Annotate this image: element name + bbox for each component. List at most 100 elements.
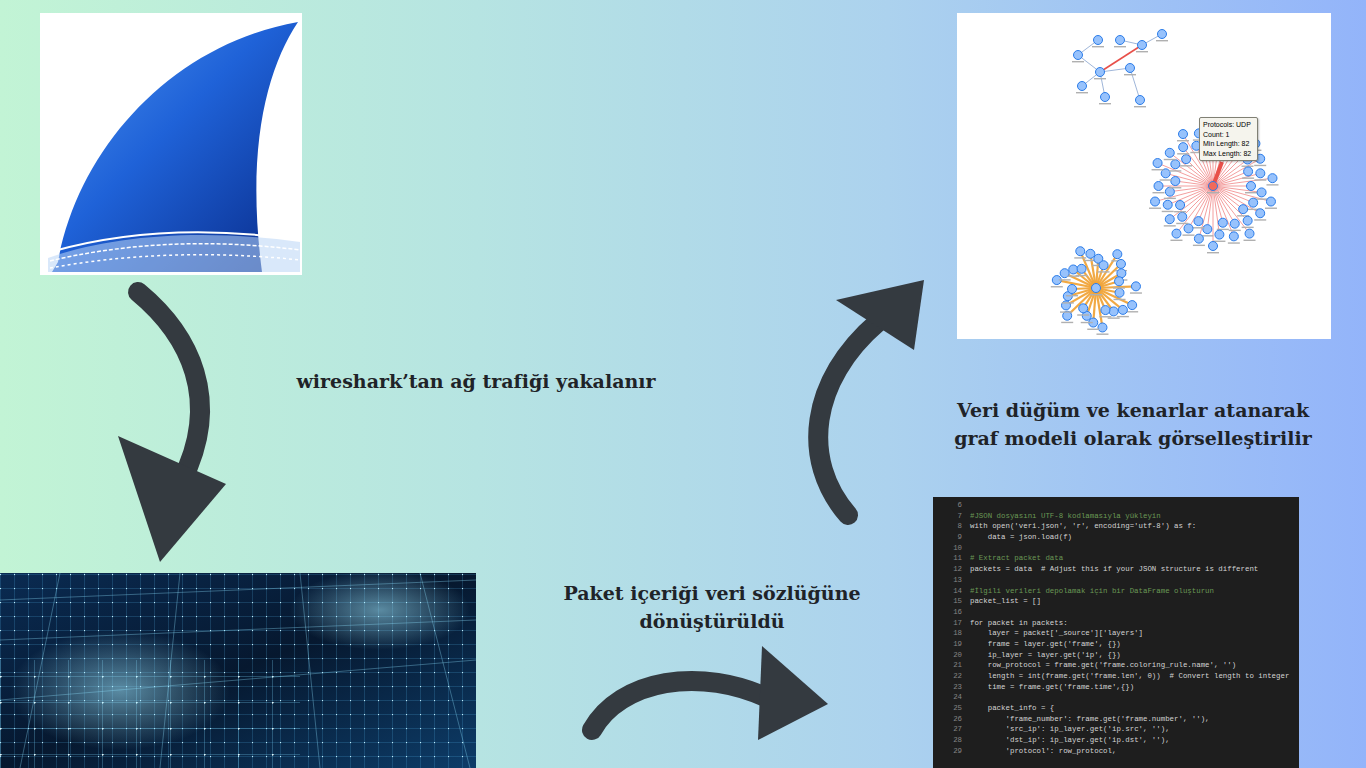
graph-node-tag <box>1193 245 1205 246</box>
graph-node-tag <box>1096 333 1108 334</box>
graph-node <box>1172 229 1181 238</box>
line-number: 13 <box>933 575 962 586</box>
graph-node <box>1086 249 1095 258</box>
graph-node-tag <box>1174 211 1186 212</box>
line-number: 20 <box>933 650 962 661</box>
graph-node-tag <box>1124 74 1136 75</box>
code-panel: 67#JSON dosyasını UTF-8 kodlamasıyla yük… <box>933 497 1299 768</box>
code-line: time = frame.get('frame.time',{}) <box>970 682 1134 693</box>
code-row: 7#JSON dosyasını UTF-8 kodlamasıyla yükl… <box>933 511 1299 522</box>
graph-node <box>1179 130 1188 139</box>
caption-slot: Paket içeriği veri sözlüğüne dönüştürüld… <box>532 579 892 635</box>
graph-node-tag <box>1072 61 1084 62</box>
graph-node <box>1079 304 1088 313</box>
graph-node <box>1099 261 1108 270</box>
graph-node-tag <box>1192 227 1204 228</box>
graph-edge <box>1166 173 1213 186</box>
code-line: packets = data # Adjust this if your JSO… <box>970 564 1258 575</box>
line-number: 29 <box>933 746 962 757</box>
graph-edge <box>1213 178 1272 186</box>
wireshark-logo <box>40 13 302 275</box>
tooltip-text: Count: 1 <box>1203 130 1254 140</box>
code-row: 26'frame_number': frame.get('frame.numbe… <box>933 714 1299 725</box>
graph-edge <box>1199 186 1213 239</box>
graph-node <box>1074 51 1083 60</box>
graph-node-tag <box>1254 179 1266 180</box>
graph-node-tag <box>1265 208 1277 209</box>
step-caption: wireshark’tan ağ trafiği yakalanır <box>246 367 706 395</box>
graph-node-tag <box>1059 279 1071 280</box>
graph-node <box>1178 212 1187 221</box>
code-line: packet_info = { <box>970 703 1054 714</box>
graph-node-tag <box>1126 311 1138 312</box>
graph-node <box>1115 288 1124 297</box>
graph-node <box>1116 259 1125 268</box>
code-row: 22length = int(frame.get('frame.len', 0)… <box>933 671 1299 682</box>
code-row: 14#İlgili verileri depolamak için bir Da… <box>933 586 1299 597</box>
graph-node <box>1094 36 1103 45</box>
code-row: 27 'src_ip': ip_layer.get('ip.src', ''), <box>933 724 1299 735</box>
graph-node-tag <box>1164 198 1176 199</box>
graph-node <box>1068 284 1077 293</box>
step-caption: Paket içeriği veri sözlüğüne dönüştürüld… <box>532 579 892 635</box>
graph-node <box>1098 323 1107 332</box>
graph-node-tag <box>1244 240 1256 241</box>
graph-node-tag <box>1152 169 1164 170</box>
code-line: # Extract packet data <box>970 553 1063 564</box>
code-line: 'dst_ip': ip_layer.get('ip.dst', ''), <box>970 735 1170 746</box>
graph-edge <box>1100 45 1142 72</box>
graph-node <box>1153 159 1162 168</box>
graph-node-tag <box>1164 159 1176 160</box>
graph-node <box>1249 198 1258 207</box>
graph-node-tag <box>1076 92 1088 93</box>
flow-arrow <box>818 280 924 515</box>
graph-node <box>1256 209 1265 218</box>
line-number: 11 <box>933 553 962 564</box>
graph-node <box>1218 218 1227 227</box>
line-number: 16 <box>933 607 962 618</box>
line-number: 14 <box>933 586 962 597</box>
line-number: 19 <box>933 639 962 650</box>
tooltip-text: Max Length: 82 <box>1203 149 1254 159</box>
graph-edge <box>1130 68 1140 100</box>
graph-node <box>1158 30 1167 39</box>
caption-slot: wireshark’tan ağ trafiği yakalanır <box>246 367 706 395</box>
code-row: 28'dst_ip': ip_layer.get('ip.dst', ''), <box>933 735 1299 746</box>
graph-node <box>1243 216 1252 225</box>
code-row: 29'protocol': row_protocol, <box>933 746 1299 757</box>
graph-node <box>1163 200 1172 209</box>
code-row: 13 <box>933 575 1299 586</box>
graph-picture <box>957 13 1331 339</box>
graph-node-tag <box>1242 227 1254 228</box>
graph-node <box>1194 234 1203 243</box>
line-number: 8 <box>933 521 962 532</box>
code-line: data = json.load(f) <box>970 532 1072 543</box>
graph-node-tag <box>1074 257 1086 258</box>
line-number: 27 <box>933 724 962 735</box>
graph-node <box>1113 250 1122 259</box>
graph-node-tag <box>1051 286 1063 287</box>
graph-node <box>1179 143 1188 152</box>
code-row: 20ip_layer = layer.get('ip', {}) <box>933 650 1299 661</box>
graph-node-tag <box>1160 179 1172 180</box>
graph-node-tag <box>1207 252 1219 253</box>
graph-node <box>1194 217 1203 226</box>
line-number: 15 <box>933 596 962 607</box>
code-row: 19frame = layer.get('frame', {}) <box>933 639 1299 650</box>
graph-node <box>1077 264 1086 273</box>
tooltip-text: Min Length: 82 <box>1203 139 1254 149</box>
code-row: 17for packet in packets: <box>933 618 1299 629</box>
graph-edge <box>1180 186 1213 205</box>
graph-node <box>1109 307 1118 316</box>
code-line: 'src_ip': ip_layer.get('ip.src', ''), <box>970 724 1170 735</box>
line-number: 23 <box>933 682 962 693</box>
graph-node <box>1116 36 1125 45</box>
graph-node <box>1092 284 1101 293</box>
graph-node <box>1126 64 1135 73</box>
line-number: 10 <box>933 543 962 554</box>
graph-node-tag <box>1066 295 1078 296</box>
graph-node <box>1184 224 1193 233</box>
code-line: with open('veri.json', 'r', encoding='ut… <box>970 521 1196 532</box>
graph-edge <box>1170 186 1213 219</box>
